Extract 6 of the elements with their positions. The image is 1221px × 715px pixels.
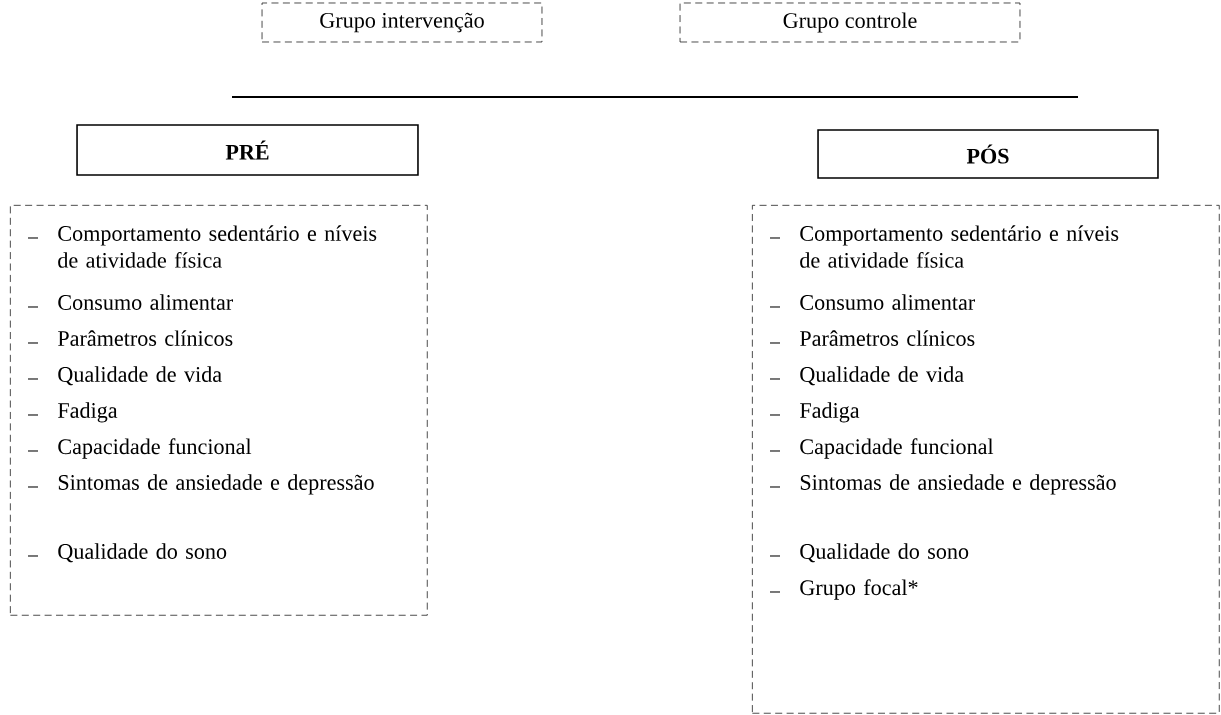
group-box: Grupo controle xyxy=(679,2,1021,43)
phase-box: PRÉ xyxy=(76,124,419,176)
group-box: Grupo intervenção xyxy=(261,2,543,43)
measures-list-box: Comportamento sedentário e níveis de atividade física Consumo alimentar Parâmetros clínicos Qualidade de vida Fadiga Capacidade funcional Sintomas de ansiedade e depressão Qualidade do sono xyxy=(10,205,428,616)
phase-box: PÓS xyxy=(817,129,1159,179)
measures-list-box: Comportamento sedentário e níveis de atividade física Consumo alimentar Parâmetros clínicos Qualidade de vida Fadiga Capacidade funcional Sintomas de ansiedade e depressão Qualidade do sono Grupo focal* xyxy=(752,205,1220,714)
